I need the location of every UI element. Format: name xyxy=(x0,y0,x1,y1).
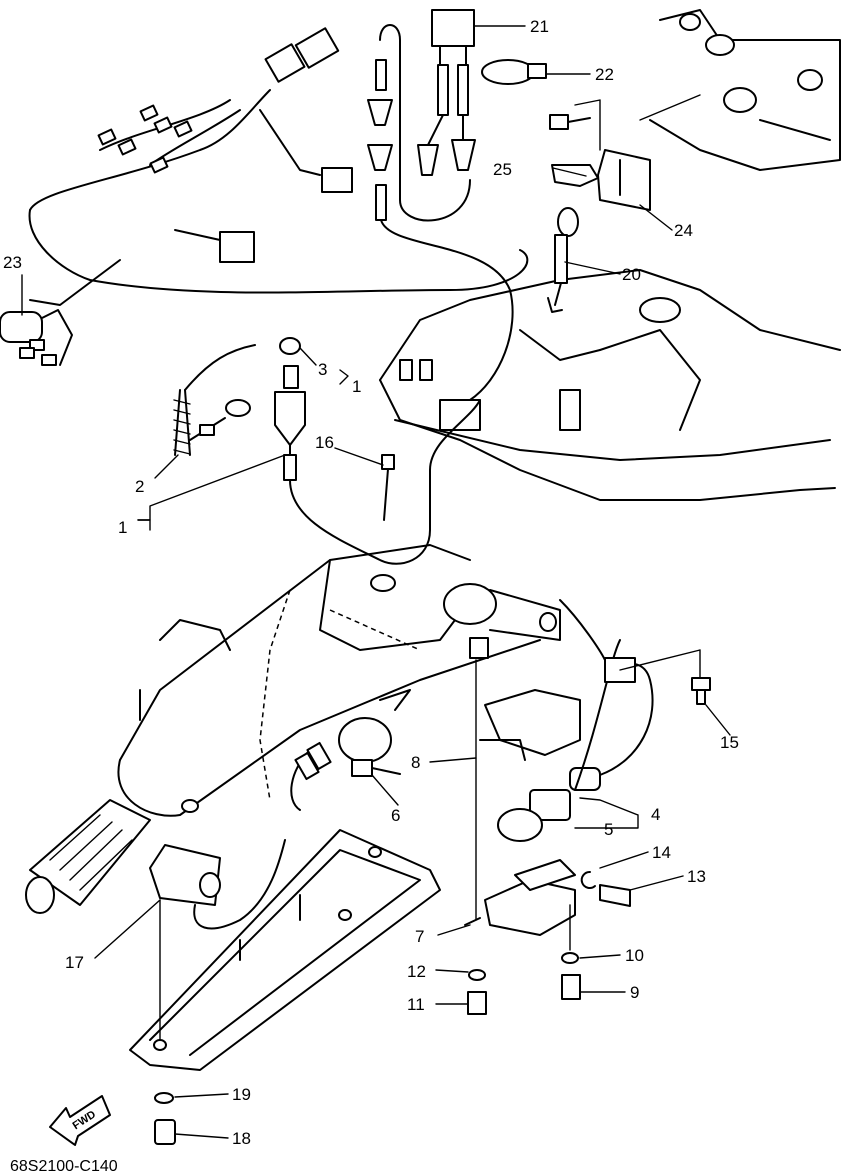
clamp-25 xyxy=(551,164,599,187)
callout-7: 7 xyxy=(415,927,424,946)
washer-10 xyxy=(561,952,579,964)
cable-tie-16 xyxy=(381,454,395,521)
key-switch-4 xyxy=(497,639,654,842)
leader-lines xyxy=(21,25,731,1139)
switch-17 xyxy=(149,839,286,930)
diagram-code: 68S2100-C140 xyxy=(10,1158,118,1175)
emergency-stop-switch-1 xyxy=(274,337,481,565)
bottom-cover-plate xyxy=(129,829,441,1071)
callout-14: 14 xyxy=(652,843,671,862)
washer-14 xyxy=(580,870,596,889)
callout-3: 3 xyxy=(318,360,327,379)
screw-9 xyxy=(561,974,581,1000)
callout-16: 16 xyxy=(315,433,334,452)
callout-13: 13 xyxy=(687,867,706,886)
cover-8 xyxy=(469,637,581,761)
callout-22: 22 xyxy=(595,65,614,84)
fwd-arrow-icon: FWD xyxy=(49,1095,111,1146)
callout-1-top: 1 xyxy=(352,377,361,396)
callout-12: 12 xyxy=(407,962,426,981)
screw-11 xyxy=(467,991,487,1015)
callout-18: 18 xyxy=(232,1129,251,1148)
callout-labels: 21 22 25 24 20 23 3 1 16 2 1 15 8 6 4 5 … xyxy=(3,17,739,1148)
screw-13 xyxy=(599,884,631,907)
callout-17: 17 xyxy=(65,953,84,972)
callout-11: 11 xyxy=(407,995,425,1014)
holder-7 xyxy=(464,859,576,936)
screw-15 xyxy=(691,677,711,705)
connector-pair-left xyxy=(367,24,514,401)
connector-21 xyxy=(417,9,476,176)
callout-20: 20 xyxy=(622,265,641,284)
friction-knob-6 xyxy=(290,689,411,811)
callout-5: 5 xyxy=(604,820,613,839)
washer-12 xyxy=(468,969,486,981)
bolt-top xyxy=(549,114,591,130)
callout-23: 23 xyxy=(3,253,22,272)
wire-harness-23 xyxy=(0,27,529,366)
callout-9: 9 xyxy=(630,983,639,1002)
sensor-20 xyxy=(547,207,579,313)
callout-24: 24 xyxy=(674,221,693,240)
callout-25: 25 xyxy=(493,160,512,179)
washer-19 xyxy=(154,1092,174,1104)
cable-tie-22 xyxy=(481,59,547,85)
callout-6: 6 xyxy=(391,806,400,825)
screw-18 xyxy=(154,1119,176,1145)
callout-2: 2 xyxy=(135,477,144,496)
callout-10: 10 xyxy=(625,946,644,965)
callout-21: 21 xyxy=(530,17,549,36)
tiller-handle-assembly xyxy=(25,544,561,914)
lanyard-cord-2 xyxy=(173,344,256,456)
callout-15: 15 xyxy=(720,733,739,752)
callout-8: 8 xyxy=(411,753,420,772)
engine-mount-assembly xyxy=(379,9,841,501)
callout-19: 19 xyxy=(232,1085,251,1104)
callout-1: 1 xyxy=(118,518,127,537)
bracket-24 xyxy=(597,149,651,211)
callout-4: 4 xyxy=(651,805,660,824)
